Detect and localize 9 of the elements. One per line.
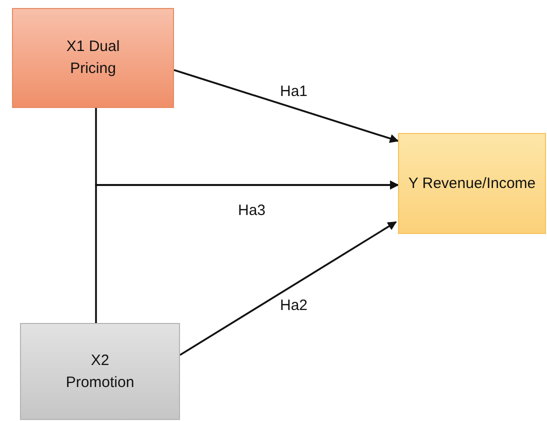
variable-label: Y Revenue/Income: [408, 174, 536, 194]
variable-label: X1 Dual Pricing: [65, 37, 121, 79]
arrow: [95, 180, 399, 323]
variable-box: [20, 323, 180, 420]
variable-label: X2 Promotion: [64, 350, 136, 392]
variable-box: [12, 8, 174, 108]
variable-box: [398, 133, 546, 234]
arrow: [180, 221, 397, 356]
arrow: [174, 69, 399, 143]
